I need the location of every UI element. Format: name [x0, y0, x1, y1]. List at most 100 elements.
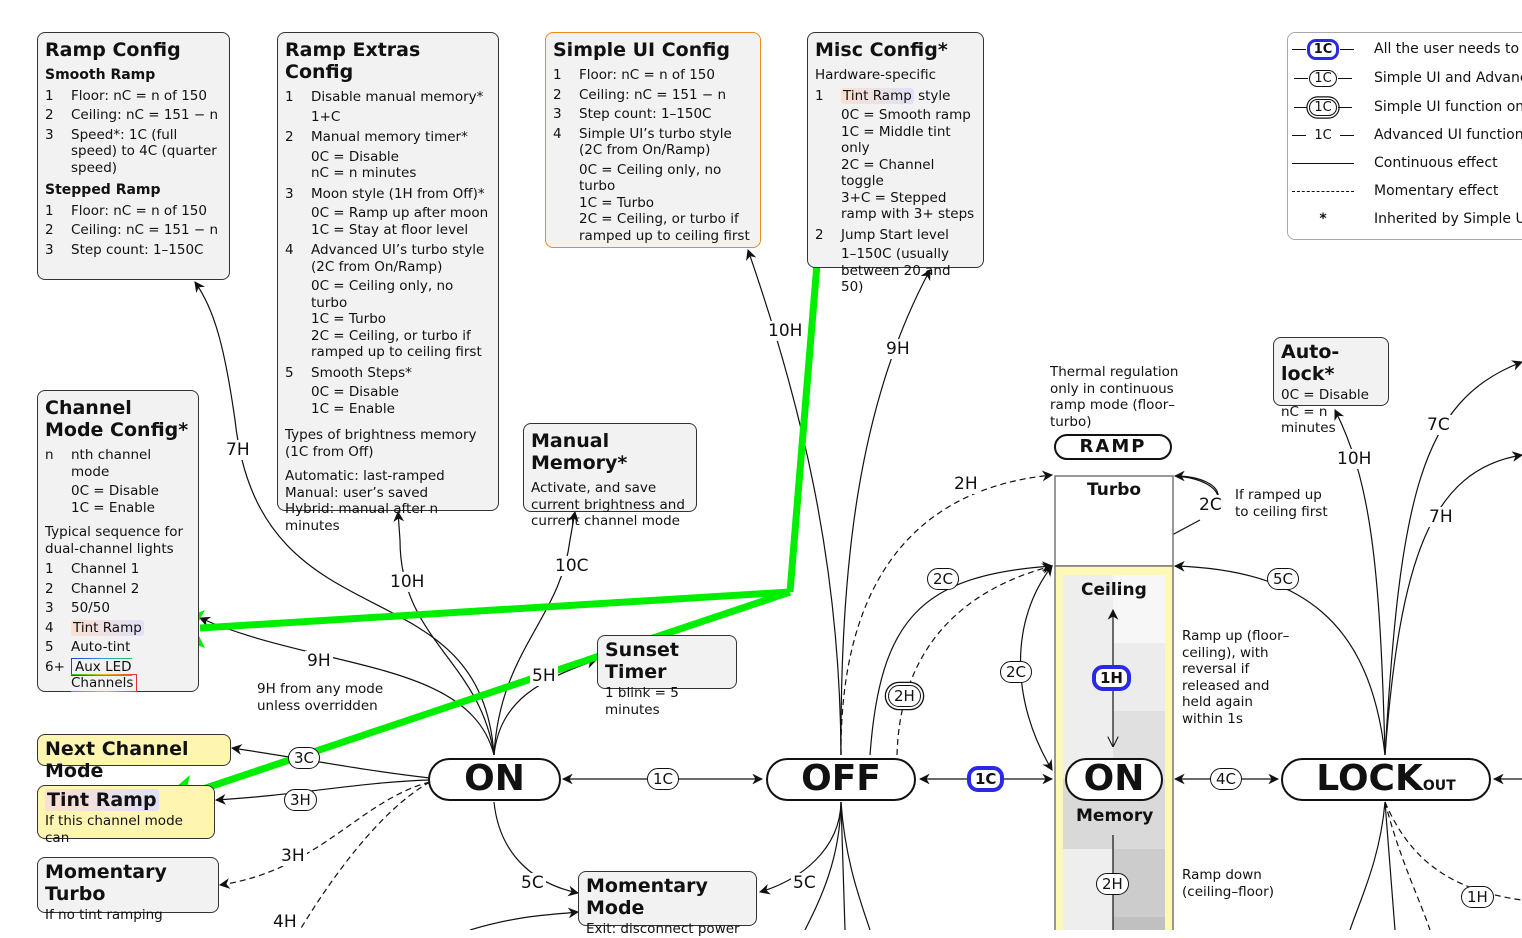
aux-led-highlight: Aux LED Channels	[71, 657, 138, 692]
if-ramped-note: If ramped up to ceiling first	[1235, 487, 1328, 520]
legend-row: *Inherited by Simple UI	[1288, 209, 1522, 229]
edge-label-turbo-2c: 2C	[1197, 495, 1224, 515]
edge-label-ramp-1h: 1H	[1092, 665, 1131, 691]
edge-label-on-3h-dash: 3H	[279, 846, 307, 866]
edge-lock-down1	[1349, 801, 1386, 930]
edge-label-on-10c: 10C	[553, 556, 591, 576]
state-lockout[interactable]: LOCKOUT	[1281, 758, 1491, 801]
channel-seq-num: 3	[45, 600, 54, 616]
edge-label-on-3h: 3H	[284, 789, 317, 811]
edge-on-10h	[393, 510, 495, 756]
sunset-timer-text: 1 blink = 5 minutes	[605, 685, 679, 718]
ramp-extras-text: Advanced UI’s turbo style (2C from On/Ra…	[311, 242, 485, 275]
stepped-ramp-text: Ceiling: nC = 151 − n	[71, 222, 219, 238]
simple-ui-title: Simple UI Config	[553, 39, 730, 61]
state-on[interactable]: ON	[428, 758, 561, 801]
thermal-note: Thermal regulation only in continuous ra…	[1050, 364, 1179, 430]
channel-sub-line: 1C = Enable	[71, 499, 155, 516]
smooth-ramp-text: Speed*: 1C (full speed) to 4C (quarter s…	[71, 126, 217, 176]
next-channel-mode-title: Next Channel Mode	[45, 738, 189, 782]
auto-lock-title: Auto-lock*	[1281, 341, 1340, 385]
legend-row: Momentary effect	[1288, 181, 1498, 201]
smooth-ramp-heading: Smooth Ramp	[45, 67, 156, 83]
ramp-extras-sub-line: 1C = Turbo	[311, 311, 387, 327]
misc-config-title: Misc Config*	[815, 39, 948, 61]
turbo-region	[1054, 475, 1174, 567]
ramp-up-note: Ramp up (floor–ceiling), with reversal i…	[1182, 628, 1290, 727]
legend-row: Continuous effect	[1288, 153, 1498, 173]
channel-seq-text: 50/50	[71, 600, 110, 616]
edge-on-3h-dash	[218, 781, 431, 889]
smooth-ramp-num: 2	[45, 107, 54, 123]
edge-label-on-9h: 9H	[305, 651, 333, 671]
edge-label-on-3c: 3C	[288, 747, 321, 769]
tint-ramp-highlight: Tint Ramp	[841, 87, 914, 104]
edge-mm-bottom	[469, 907, 580, 930]
ramp-extras-sub-line: 0C = Ramp up after moon	[311, 205, 489, 221]
edge-label-lock-5c: 5C	[1267, 568, 1300, 590]
edge-label-off-10h: 10H	[766, 321, 805, 341]
edge-label-on-10h: 10H	[388, 572, 427, 592]
edge-lock-10h	[1334, 409, 1386, 756]
edge-off-down3	[840, 801, 871, 930]
edge-on-7h	[194, 281, 495, 756]
legend-symbol-pill: 1C	[1288, 69, 1358, 87]
channel-seq-item: 3 50/50	[45, 600, 191, 617]
state-off[interactable]: OFF	[766, 758, 916, 801]
ramp-extras-sub-line: 2C = Ceiling, or turbo if ramped up to c…	[311, 327, 482, 361]
legend-text: Simple UI function only	[1374, 99, 1522, 115]
state-ramp[interactable]: RAMP	[1054, 434, 1172, 460]
momentary-turbo-text: If no tint ramping	[45, 907, 163, 923]
edge-off-down1	[804, 801, 842, 930]
ramp-config-title: Ramp Config	[45, 39, 181, 61]
tint-ramp-highlight: Tint Ramp	[71, 619, 144, 636]
edge-label-on-5c: 5C	[519, 873, 546, 893]
stepped-ramp-text: Floor: nC = n of 150	[71, 202, 207, 219]
edge-lock-7c	[1384, 360, 1522, 756]
momentary-turbo-title: Momentary Turbo	[45, 861, 167, 905]
legend-symbol-plain: 1C	[1288, 128, 1358, 143]
tint-ramp-text: If this channel mode can	[45, 813, 183, 846]
channel-seq-num: 5	[45, 639, 54, 655]
simple-ui-sub-line: 2C = Ceiling, or turbo if ramped up to c…	[579, 211, 750, 244]
nine-h-note: 9H from any mode unless overridden	[257, 681, 384, 714]
memory-label: Memory	[1076, 806, 1154, 826]
simple-ui-text: Ceiling: nC = 151 − n	[579, 86, 727, 103]
sunset-timer-box: Sunset Timer 1 blink = 5 minutes	[597, 635, 737, 718]
edge-on-3h	[214, 779, 431, 805]
misc-subtitle: Hardware-specific	[815, 67, 937, 83]
edge-label-off-mem-1c: 1C	[967, 766, 1005, 792]
channel-seq-text: Auto-tint	[71, 639, 131, 655]
next-channel-mode-box: Next Channel Mode	[37, 734, 231, 782]
stepped-ramp-num: 1	[45, 202, 54, 219]
simple-ui-text: Floor: nC = n of 150	[579, 67, 715, 83]
memory-type: Hybrid: manual after n minutes	[285, 501, 439, 534]
state-on-memory[interactable]: ON	[1065, 758, 1163, 801]
ramp-extras-sub: 1+C	[285, 109, 491, 126]
momentary-mode-title: Momentary Mode	[586, 875, 708, 919]
ceiling-label: Ceiling	[1081, 580, 1147, 600]
edge-label-off-2h: 2H	[952, 474, 980, 494]
legend-symbol-dashed-line	[1288, 190, 1358, 192]
ramp-extras-sub-line: 1C = Enable	[311, 400, 395, 417]
sequence-heading: Typical sequence for dual-channel lights	[45, 524, 184, 557]
edge-label-lock-10h: 10H	[1335, 449, 1374, 469]
